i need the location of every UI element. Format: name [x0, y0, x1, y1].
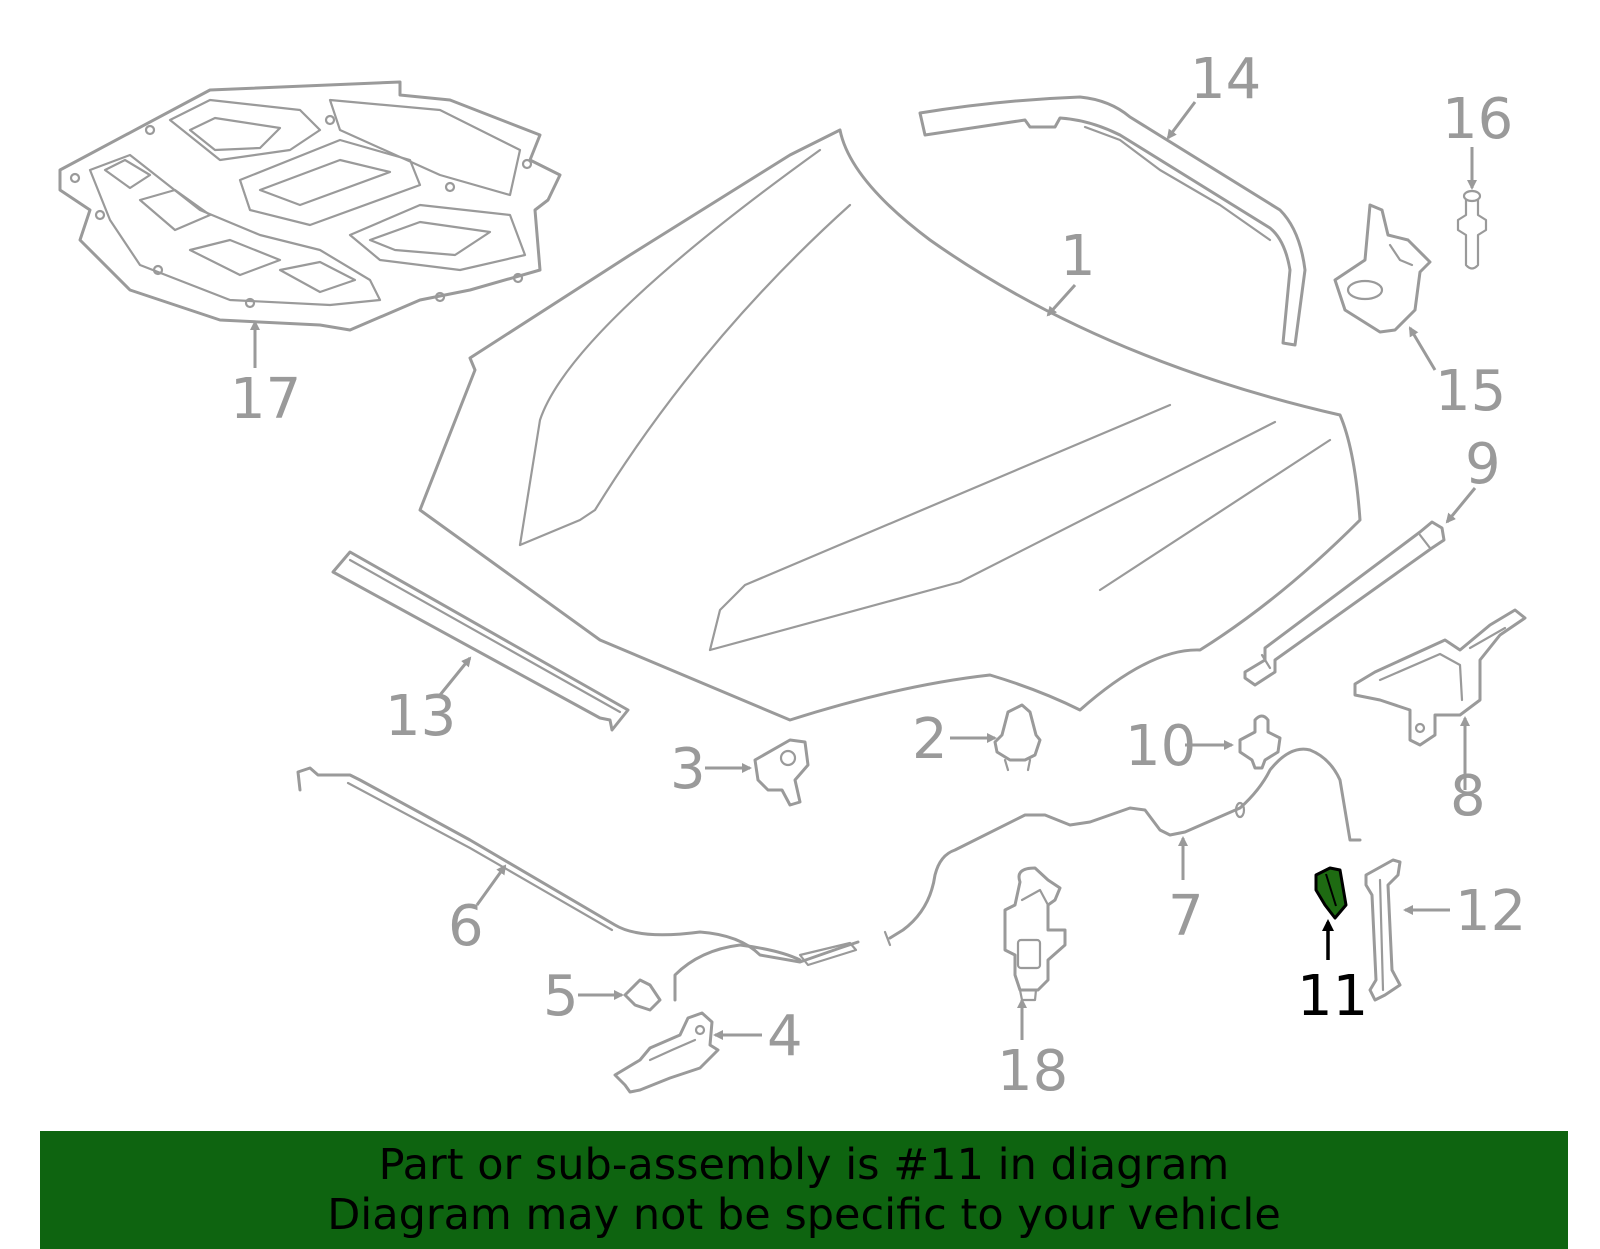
callout-labels: 1 2 3 4 5 6 7 8 9 10 11 12 13 14 15 16 1… [230, 47, 1526, 1104]
callout-7: 7 [1168, 884, 1204, 949]
bumper-stop-part [993, 703, 1042, 772]
stop-bracket-part [753, 738, 810, 807]
callout-10: 10 [1125, 714, 1196, 779]
hood-strut-part [1243, 520, 1446, 687]
hood-hinge-part [1353, 608, 1527, 747]
hood-actuator-part [1003, 866, 1067, 1002]
banner-line-disclaimer: Diagram may not be specific to your vehi… [327, 1190, 1281, 1240]
callout-13: 13 [385, 684, 456, 749]
parts-diagram: 1 2 3 4 5 6 7 8 9 10 11 12 13 14 15 16 1… [58, 47, 1527, 1104]
callout-17: 17 [230, 367, 301, 432]
callout-14: 14 [1190, 47, 1261, 112]
callout-8: 8 [1450, 764, 1486, 829]
clip-part [1456, 189, 1488, 270]
highlighted-part-11 [1314, 866, 1348, 920]
cable-part [883, 747, 1362, 947]
cable-clip-part [623, 978, 662, 1012]
callout-5: 5 [543, 964, 579, 1029]
callout-9: 9 [1465, 432, 1501, 497]
callout-11: 11 [1297, 964, 1368, 1029]
front-seal-part [331, 550, 630, 732]
trim-panel-part [1364, 858, 1402, 1002]
callout-12: 12 [1455, 879, 1526, 944]
buffer-part [1238, 714, 1282, 770]
release-cable-part [296, 766, 860, 1002]
callout-3: 3 [670, 737, 706, 802]
callout-18: 18 [997, 1039, 1068, 1104]
hood-panel-part [418, 128, 1362, 722]
hood-latch-part [613, 1011, 720, 1094]
callout-16: 16 [1442, 87, 1513, 152]
info-banner: Part or sub-assembly is #11 in diagram D… [40, 1131, 1568, 1249]
callout-1: 1 [1060, 224, 1096, 289]
callout-6: 6 [448, 894, 484, 959]
callout-15: 15 [1435, 359, 1506, 424]
callout-4: 4 [767, 1004, 803, 1069]
bracket-part [1333, 203, 1432, 334]
hood-seal-part [918, 95, 1307, 347]
splash-shield-part [58, 80, 562, 332]
banner-line-part-number: Part or sub-assembly is #11 in diagram [378, 1140, 1230, 1190]
callout-2: 2 [912, 707, 948, 772]
leader-arrows [250, 101, 1477, 1040]
